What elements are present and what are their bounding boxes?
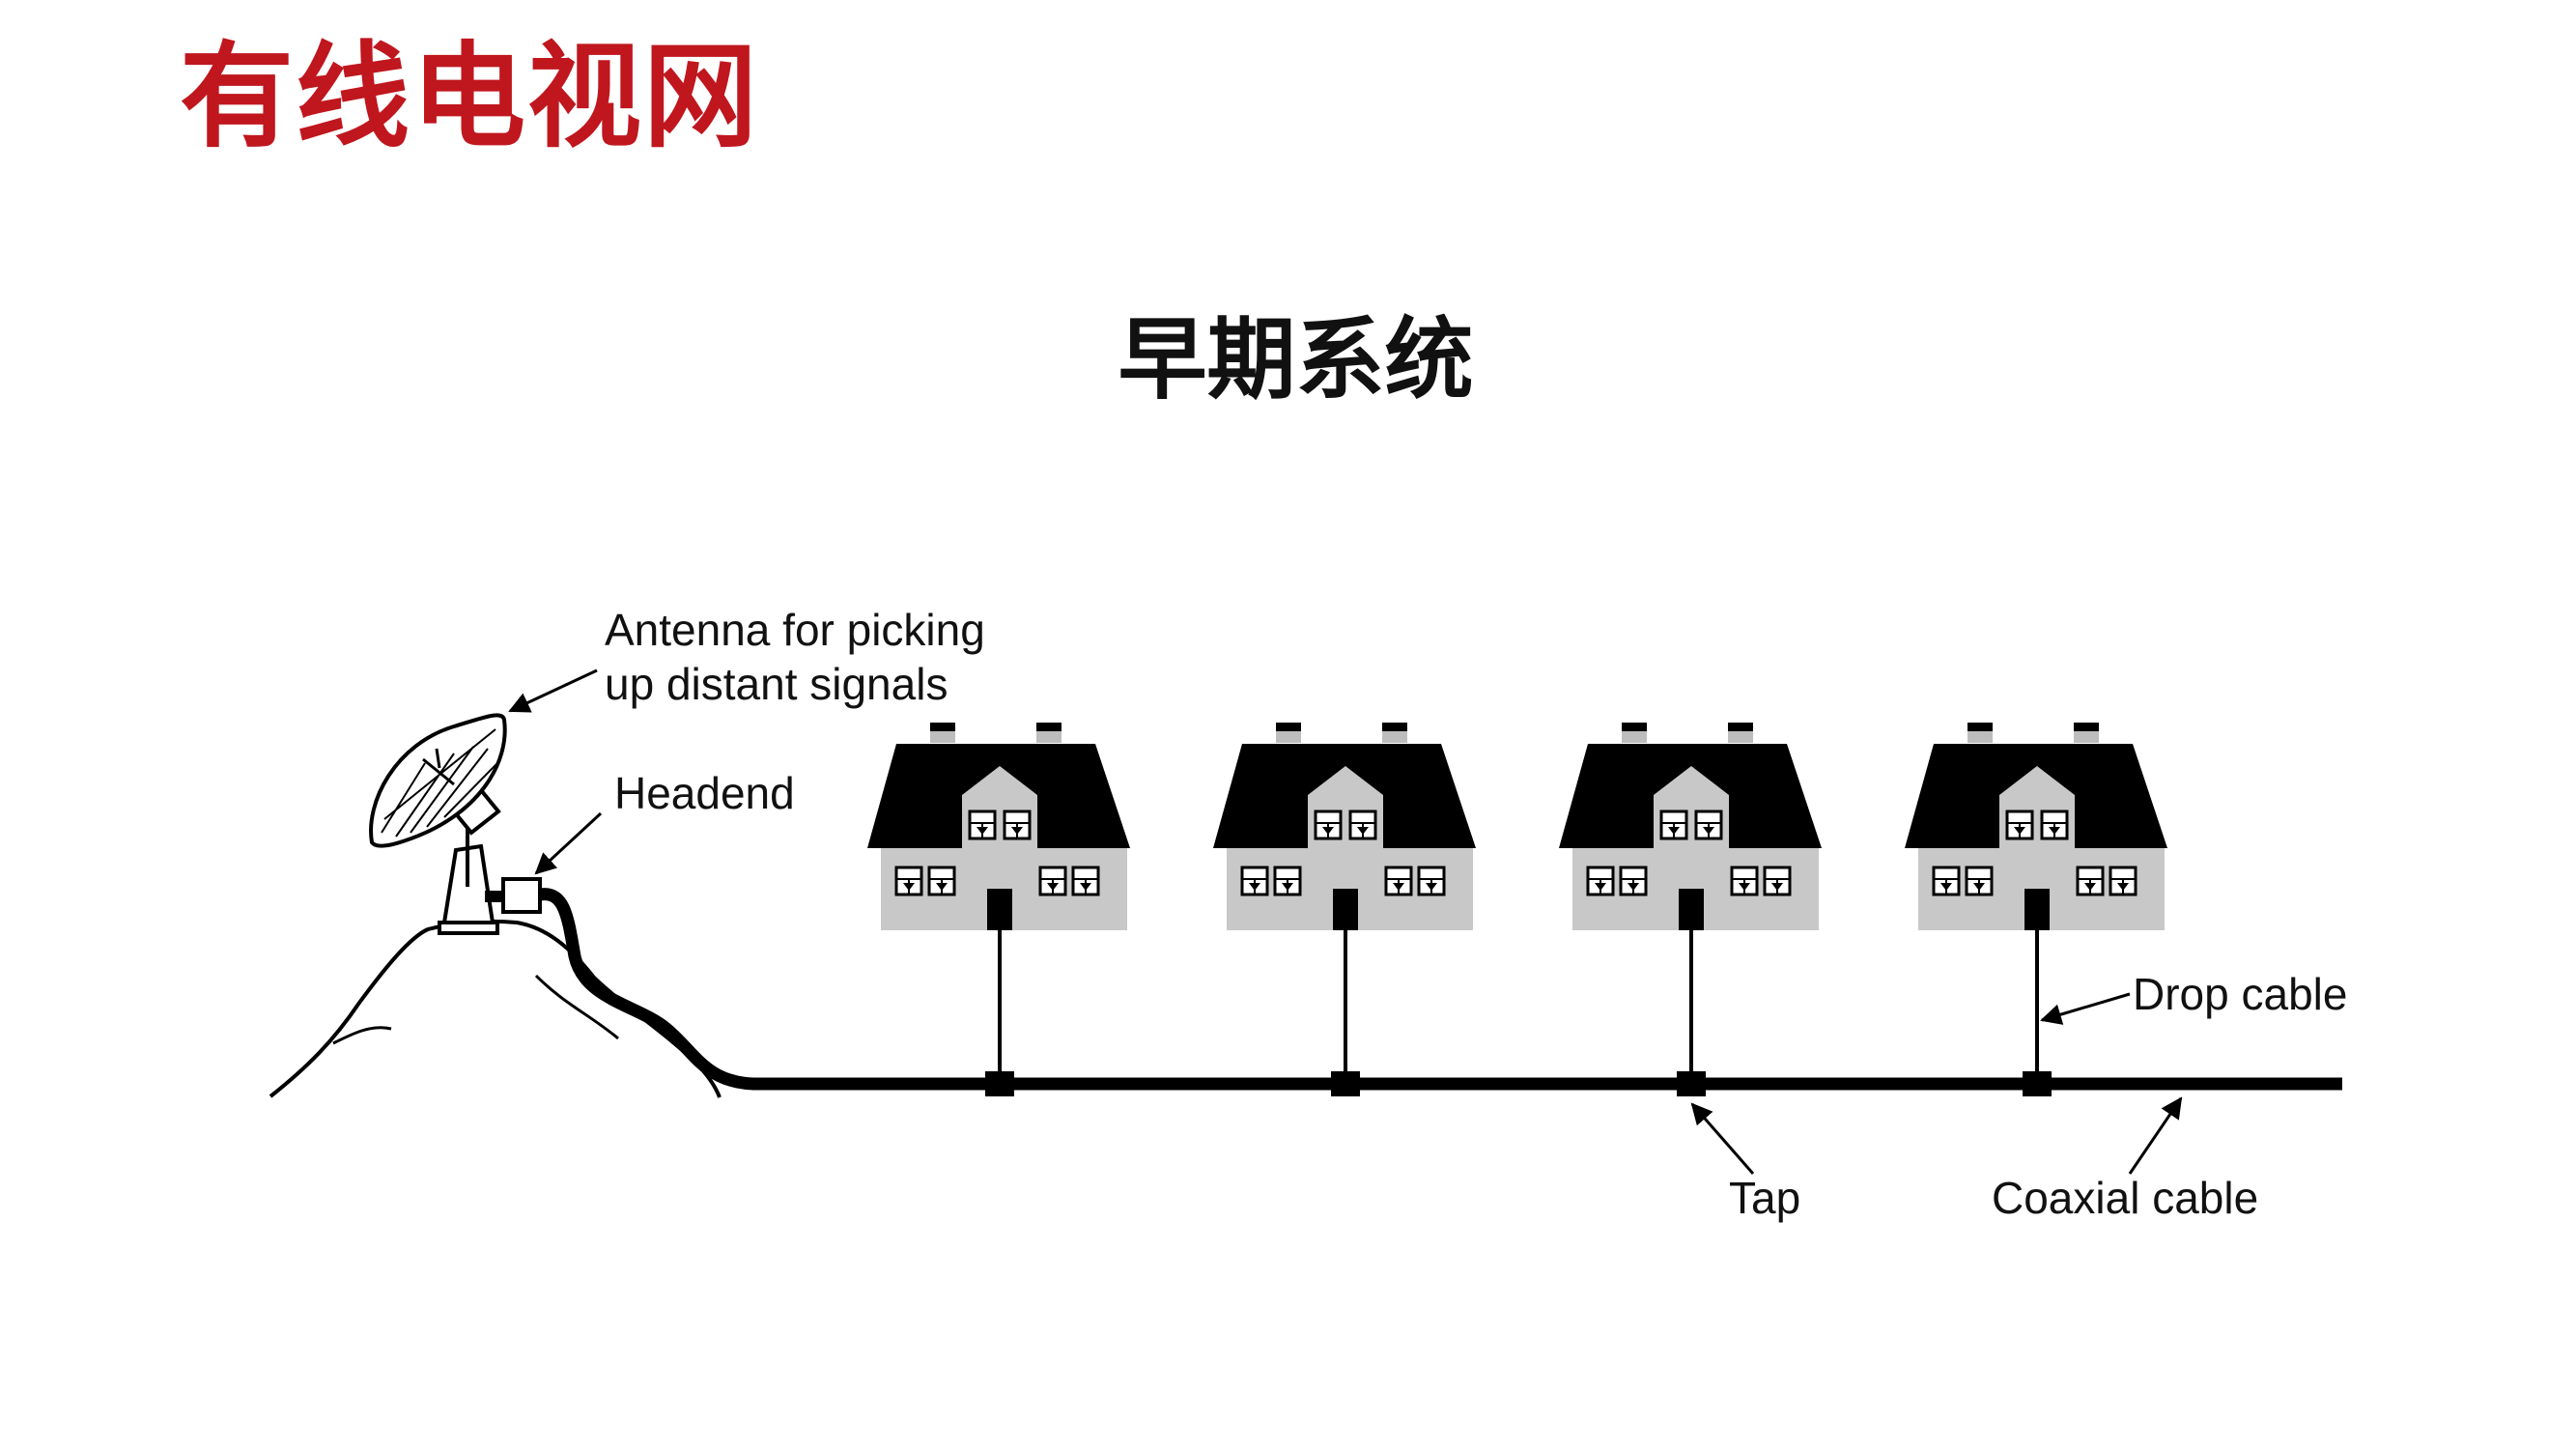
headend-label: Headend [614, 768, 795, 818]
antenna-arrow [508, 668, 598, 713]
headend-box [501, 877, 542, 914]
tap-label: Tap [1729, 1173, 1800, 1223]
house [865, 721, 1132, 932]
antenna-label-line1: Antenna for picking [605, 605, 985, 655]
drop-cable-label: Drop cable [2133, 969, 2347, 1019]
hill-icon [269, 919, 722, 1098]
headend-arrow [534, 811, 603, 875]
drop-cable-arrow [2040, 992, 2131, 1025]
coaxial-cable [539, 888, 2342, 1091]
satellite-dish-icon [369, 713, 507, 935]
tap [1331, 1071, 1360, 1096]
coaxial-arrow [2128, 1096, 2183, 1175]
tap-arrow [1690, 1102, 1755, 1175]
house [1903, 721, 2169, 932]
tap [1677, 1071, 1706, 1096]
antenna-label-line2: up distant signals [605, 659, 948, 709]
house [1557, 721, 1824, 932]
coaxial-cable-label: Coaxial cable [1992, 1173, 2258, 1223]
tap [985, 1071, 1014, 1096]
diagram-subtitle: 早期系统 [1118, 308, 1474, 412]
slide-title: 有线电视网 [180, 30, 760, 163]
house [1211, 721, 1478, 932]
tap [2023, 1071, 2052, 1096]
